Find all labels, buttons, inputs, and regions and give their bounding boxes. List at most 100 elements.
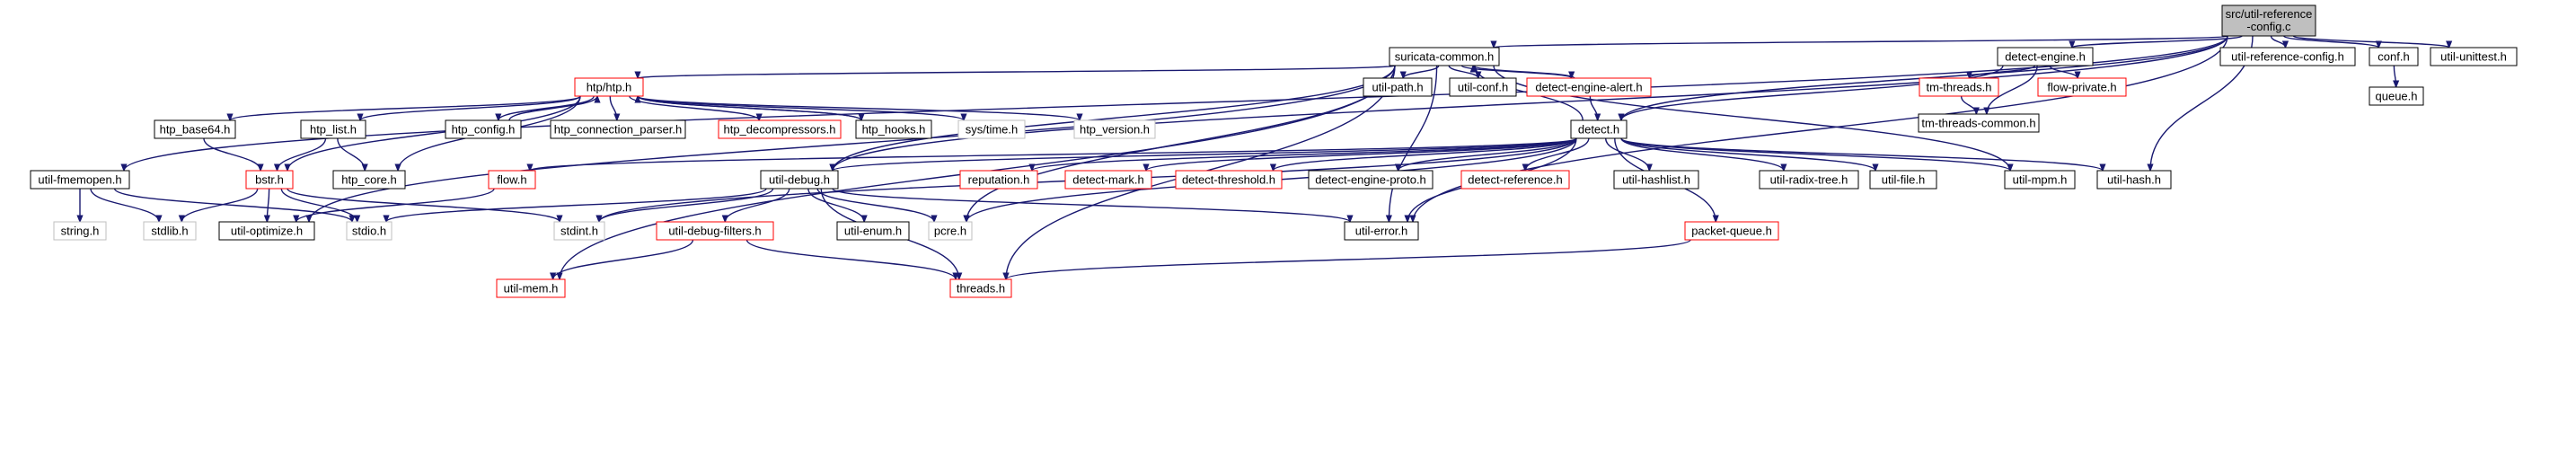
edge-detect-h-to-reputation-h: [1032, 137, 1577, 172]
node-box: [1759, 170, 1859, 190]
node-stdint-h[interactable]: stdint.h: [553, 221, 605, 241]
node-box: [760, 170, 839, 190]
node-flow-h[interactable]: flow.h: [488, 170, 536, 190]
node-htp-decompressors-h[interactable]: htp_decompressors.h: [718, 119, 842, 139]
node-htp-connection-parser-h[interactable]: htp_connection_parser.h: [550, 119, 686, 139]
edge-conf-h-to-queue-h: [2394, 65, 2395, 87]
node-queue-h[interactable]: queue.h: [2369, 86, 2424, 106]
node-box: [218, 221, 315, 241]
node-util-error-h[interactable]: util-error.h: [1344, 221, 1419, 241]
node-root[interactable]: src/util-reference -config.c: [2221, 4, 2316, 37]
edge-util-debug-h-to-stdint-h: [599, 188, 774, 222]
node-packet-queue-h[interactable]: packet-queue.h: [1684, 221, 1779, 241]
node-box: [1344, 221, 1419, 241]
edge-suricata-common-h-to-util-error-h: [1389, 65, 1438, 222]
node-util-enum-h[interactable]: util-enum.h: [836, 221, 910, 241]
node-box: [1460, 170, 1570, 190]
node-util-path-h[interactable]: util-path.h: [1363, 77, 1433, 97]
node-htp-core-h[interactable]: htp_core.h: [332, 170, 406, 190]
node-box: [496, 278, 566, 298]
edge-detect-engine-h-to-tm-threads-h: [1970, 65, 2036, 79]
nodes-layer: src/util-reference -config.c suricata-co…: [30, 4, 2518, 298]
node-stdlib-h[interactable]: stdlib.h: [143, 221, 197, 241]
node-util-radix-tree-h[interactable]: util-radix-tree.h: [1759, 170, 1859, 190]
node-util-hashlist-h[interactable]: util-hashlist.h: [1613, 170, 1699, 190]
node-htp-hooks-h[interactable]: htp_hooks.h: [855, 119, 932, 139]
node-label: util-debug-filters.h: [668, 225, 761, 238]
edge-detect-engine-alert-h-to-suricata-common-h: [1473, 65, 1575, 79]
edge-detect-h-to-detect-threshold-h: [1273, 137, 1577, 172]
edge-suricata-common-h-to-util-path-h: [1403, 65, 1440, 78]
node-htp-config-h[interactable]: htp_config.h: [445, 119, 522, 139]
edge-util-debug-filters-h-to-threads-h: [745, 239, 956, 279]
node-label: util-hash.h: [2107, 173, 2161, 187]
node-stdio-h[interactable]: stdio.h: [346, 221, 393, 241]
node-label: util-hashlist.h: [1622, 173, 1690, 187]
node-box: [2219, 47, 2356, 66]
node-bstr-h[interactable]: bstr.h: [245, 170, 294, 190]
node-util-file-h[interactable]: util-file.h: [1869, 170, 1937, 190]
node-label: pcre.h: [934, 225, 966, 238]
node-box: [300, 119, 366, 139]
node-label: queue.h: [2376, 90, 2418, 103]
edge-util-debug-h-to-util-error-h: [832, 188, 1350, 223]
node-htp-list-h[interactable]: htp_list.h: [300, 119, 366, 139]
node-box: [2004, 170, 2076, 190]
node-detect-engine-h[interactable]: detect-engine.h: [1997, 47, 2094, 66]
node-detect-threshold-h[interactable]: detect-threshold.h: [1175, 170, 1283, 190]
node-label: htp_decompressors.h: [723, 123, 835, 137]
node-detect-mark-h[interactable]: detect-mark.h: [1064, 170, 1152, 190]
node-detect-engine-alert-h[interactable]: detect-engine-alert.h: [1526, 77, 1652, 97]
node-label: stdlib.h: [151, 225, 188, 238]
node-util-reference-config-h[interactable]: util-reference-config.h: [2219, 47, 2356, 66]
node-util-conf-h[interactable]: util-conf.h: [1449, 77, 1517, 97]
node-util-debug-h[interactable]: util-debug.h: [760, 170, 839, 190]
node-util-hash-h[interactable]: util-hash.h: [2096, 170, 2172, 190]
node-box: [1363, 77, 1433, 97]
node-box: [346, 221, 393, 241]
node-htp-base64-h[interactable]: htp_base64.h: [154, 119, 236, 139]
node-util-mpm-h[interactable]: util-mpm.h: [2004, 170, 2076, 190]
node-util-unittest-h[interactable]: util-unittest.h: [2430, 47, 2518, 66]
node-tm-threads-h[interactable]: tm-threads.h: [1919, 77, 1999, 97]
node-box: [1613, 170, 1699, 190]
node-pcre-h[interactable]: pcre.h: [928, 221, 973, 241]
edge-detect-h-to-util-hash-h: [1620, 137, 2103, 172]
node-label: stdint.h: [560, 225, 598, 238]
node-suricata-common-h[interactable]: suricata-common.h: [1389, 47, 1500, 66]
node-detect-engine-proto-h[interactable]: detect-engine-proto.h: [1308, 170, 1434, 190]
edge-packet-queue-h-to-threads-h: [1006, 239, 1691, 280]
node-label: util-unittest.h: [2440, 50, 2507, 64]
node-threads-h[interactable]: threads.h: [949, 278, 1012, 298]
edge-util-debug-h-to-stdio-h: [386, 188, 767, 223]
node-util-debug-filters-h[interactable]: util-debug-filters.h: [656, 221, 774, 241]
edge-detect-h-to-flow-h: [530, 137, 1577, 171]
edge-suricata-common-h-to-util-mpm-h: [1493, 65, 2010, 171]
edge-htp-htp-h-to-htp-list-h: [360, 95, 581, 121]
node-detect-h[interactable]: detect.h: [1570, 119, 1628, 139]
edge-bstr-h-to-stdio-h: [280, 188, 357, 222]
node-util-optimize-h[interactable]: util-optimize.h: [218, 221, 315, 241]
node-box: [30, 170, 130, 190]
node-box: [1918, 113, 2040, 133]
node-label: detect-reference.h: [1468, 173, 1563, 187]
edge-detect-h-to-util-radix-tree-h: [1620, 137, 1784, 171]
node-util-fmemopen-h[interactable]: util-fmemopen.h: [30, 170, 130, 190]
node-string-h[interactable]: string.h: [53, 221, 107, 241]
node-box: [656, 221, 774, 241]
node-reputation-h[interactable]: reputation.h: [959, 170, 1038, 190]
node-box: [1064, 170, 1152, 190]
node-util-mem-h[interactable]: util-mem.h: [496, 278, 566, 298]
node-flow-private-h[interactable]: flow-private.h: [2037, 77, 2127, 97]
edge-detect-engine-h-to-detect-h: [1621, 65, 2004, 120]
node-label: util-mem.h: [504, 282, 559, 296]
node-tm-threads-common-h[interactable]: tm-threads-common.h: [1918, 113, 2040, 133]
node-box: [855, 119, 932, 139]
node-sys-time-h[interactable]: sys/time.h: [957, 119, 1026, 139]
node-label: htp_base64.h: [160, 123, 231, 137]
node-conf-h[interactable]: conf.h: [2369, 47, 2419, 66]
node-detect-reference-h[interactable]: detect-reference.h: [1460, 170, 1570, 190]
node-htp-version-h[interactable]: htp_version.h: [1073, 119, 1156, 139]
node-box: [1684, 221, 1779, 241]
node-htp-htp-h[interactable]: htp/htp.h: [574, 77, 644, 97]
